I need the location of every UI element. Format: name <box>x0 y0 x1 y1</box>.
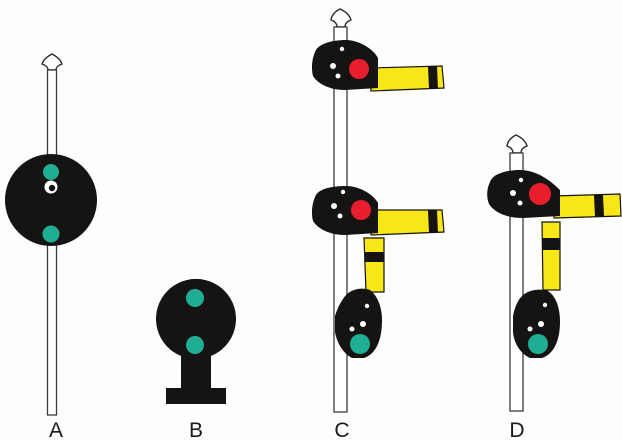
signal-d-upper-arm <box>487 170 622 219</box>
signal-d-lower-white-dot-2 <box>527 326 533 332</box>
signal-d-upper-spectacle <box>487 170 560 218</box>
signal-c-lower-pivot <box>364 303 370 309</box>
signal-a: A <box>5 53 97 440</box>
signal-d-lower-arm-blade <box>541 221 561 291</box>
signal-d-lower-arm-band <box>542 238 560 250</box>
signal-d: D <box>487 134 622 440</box>
signal-b-bottom-green-lamp <box>186 336 204 354</box>
signal-c-top-arm <box>311 40 445 92</box>
signal-c-top-white-dot-1 <box>330 63 336 69</box>
signal-c-top-white-dot-2 <box>335 73 341 79</box>
signal-b: B <box>156 278 236 440</box>
signal-d-upper-arm-blade <box>552 193 622 219</box>
signal-c-top-arm-band <box>428 66 438 89</box>
signal-d-upper-arm-band <box>594 195 604 217</box>
signal-c-middle-spectacle <box>311 186 378 235</box>
signal-d-lower-arm <box>513 221 561 358</box>
signal-d-finial <box>506 134 528 154</box>
signal-d-upper-white-dot-2 <box>517 200 523 206</box>
label-d: D <box>509 419 524 440</box>
signal-d-upper-red-lamp <box>529 183 551 205</box>
signal-c-middle-arm <box>311 186 445 236</box>
signal-c-middle-white-dot-1 <box>331 203 337 209</box>
label-c: C <box>334 419 349 440</box>
label-a: A <box>49 419 63 440</box>
signal-c-lower-arm-band <box>364 252 384 262</box>
signal-c: C <box>311 8 445 440</box>
signal-c-finial <box>330 8 352 28</box>
signal-c-top-pivot <box>339 46 345 52</box>
signal-d-lower-green-lamp <box>528 334 548 354</box>
signal-a-disc <box>5 154 97 246</box>
signal-c-middle-white-dot-2 <box>337 213 343 219</box>
signal-c-lower-green-lamp <box>350 334 370 354</box>
label-b: B <box>189 419 203 440</box>
signal-a-top-green-lamp <box>43 164 59 180</box>
signal-c-lower-white-dot-2 <box>349 326 355 332</box>
signal-c-middle-pivot <box>340 189 346 195</box>
signal-d-upper-white-dot-1 <box>510 190 516 196</box>
signal-d-lower-white-dot-1 <box>538 321 544 327</box>
signal-d-lower-spectacle <box>513 289 560 358</box>
signal-d-upper-pivot <box>518 177 524 183</box>
signal-c-lower-arm <box>335 237 385 358</box>
signal-d-lower-pivot <box>542 302 548 308</box>
signal-c-top-red-lamp <box>349 59 369 79</box>
signal-c-middle-red-lamp <box>351 200 371 220</box>
signal-c-lower-spectacle <box>335 288 382 358</box>
signal-a-bottom-green-lamp <box>42 225 60 243</box>
signal-c-middle-arm-band <box>428 210 438 233</box>
signal-a-center-lamp <box>44 180 58 194</box>
signal-a-finial <box>41 53 63 71</box>
signal-c-lower-arm-blade <box>363 237 385 293</box>
signal-b-top-green-lamp <box>186 289 204 307</box>
signal-c-lower-white-dot-1 <box>360 321 366 327</box>
